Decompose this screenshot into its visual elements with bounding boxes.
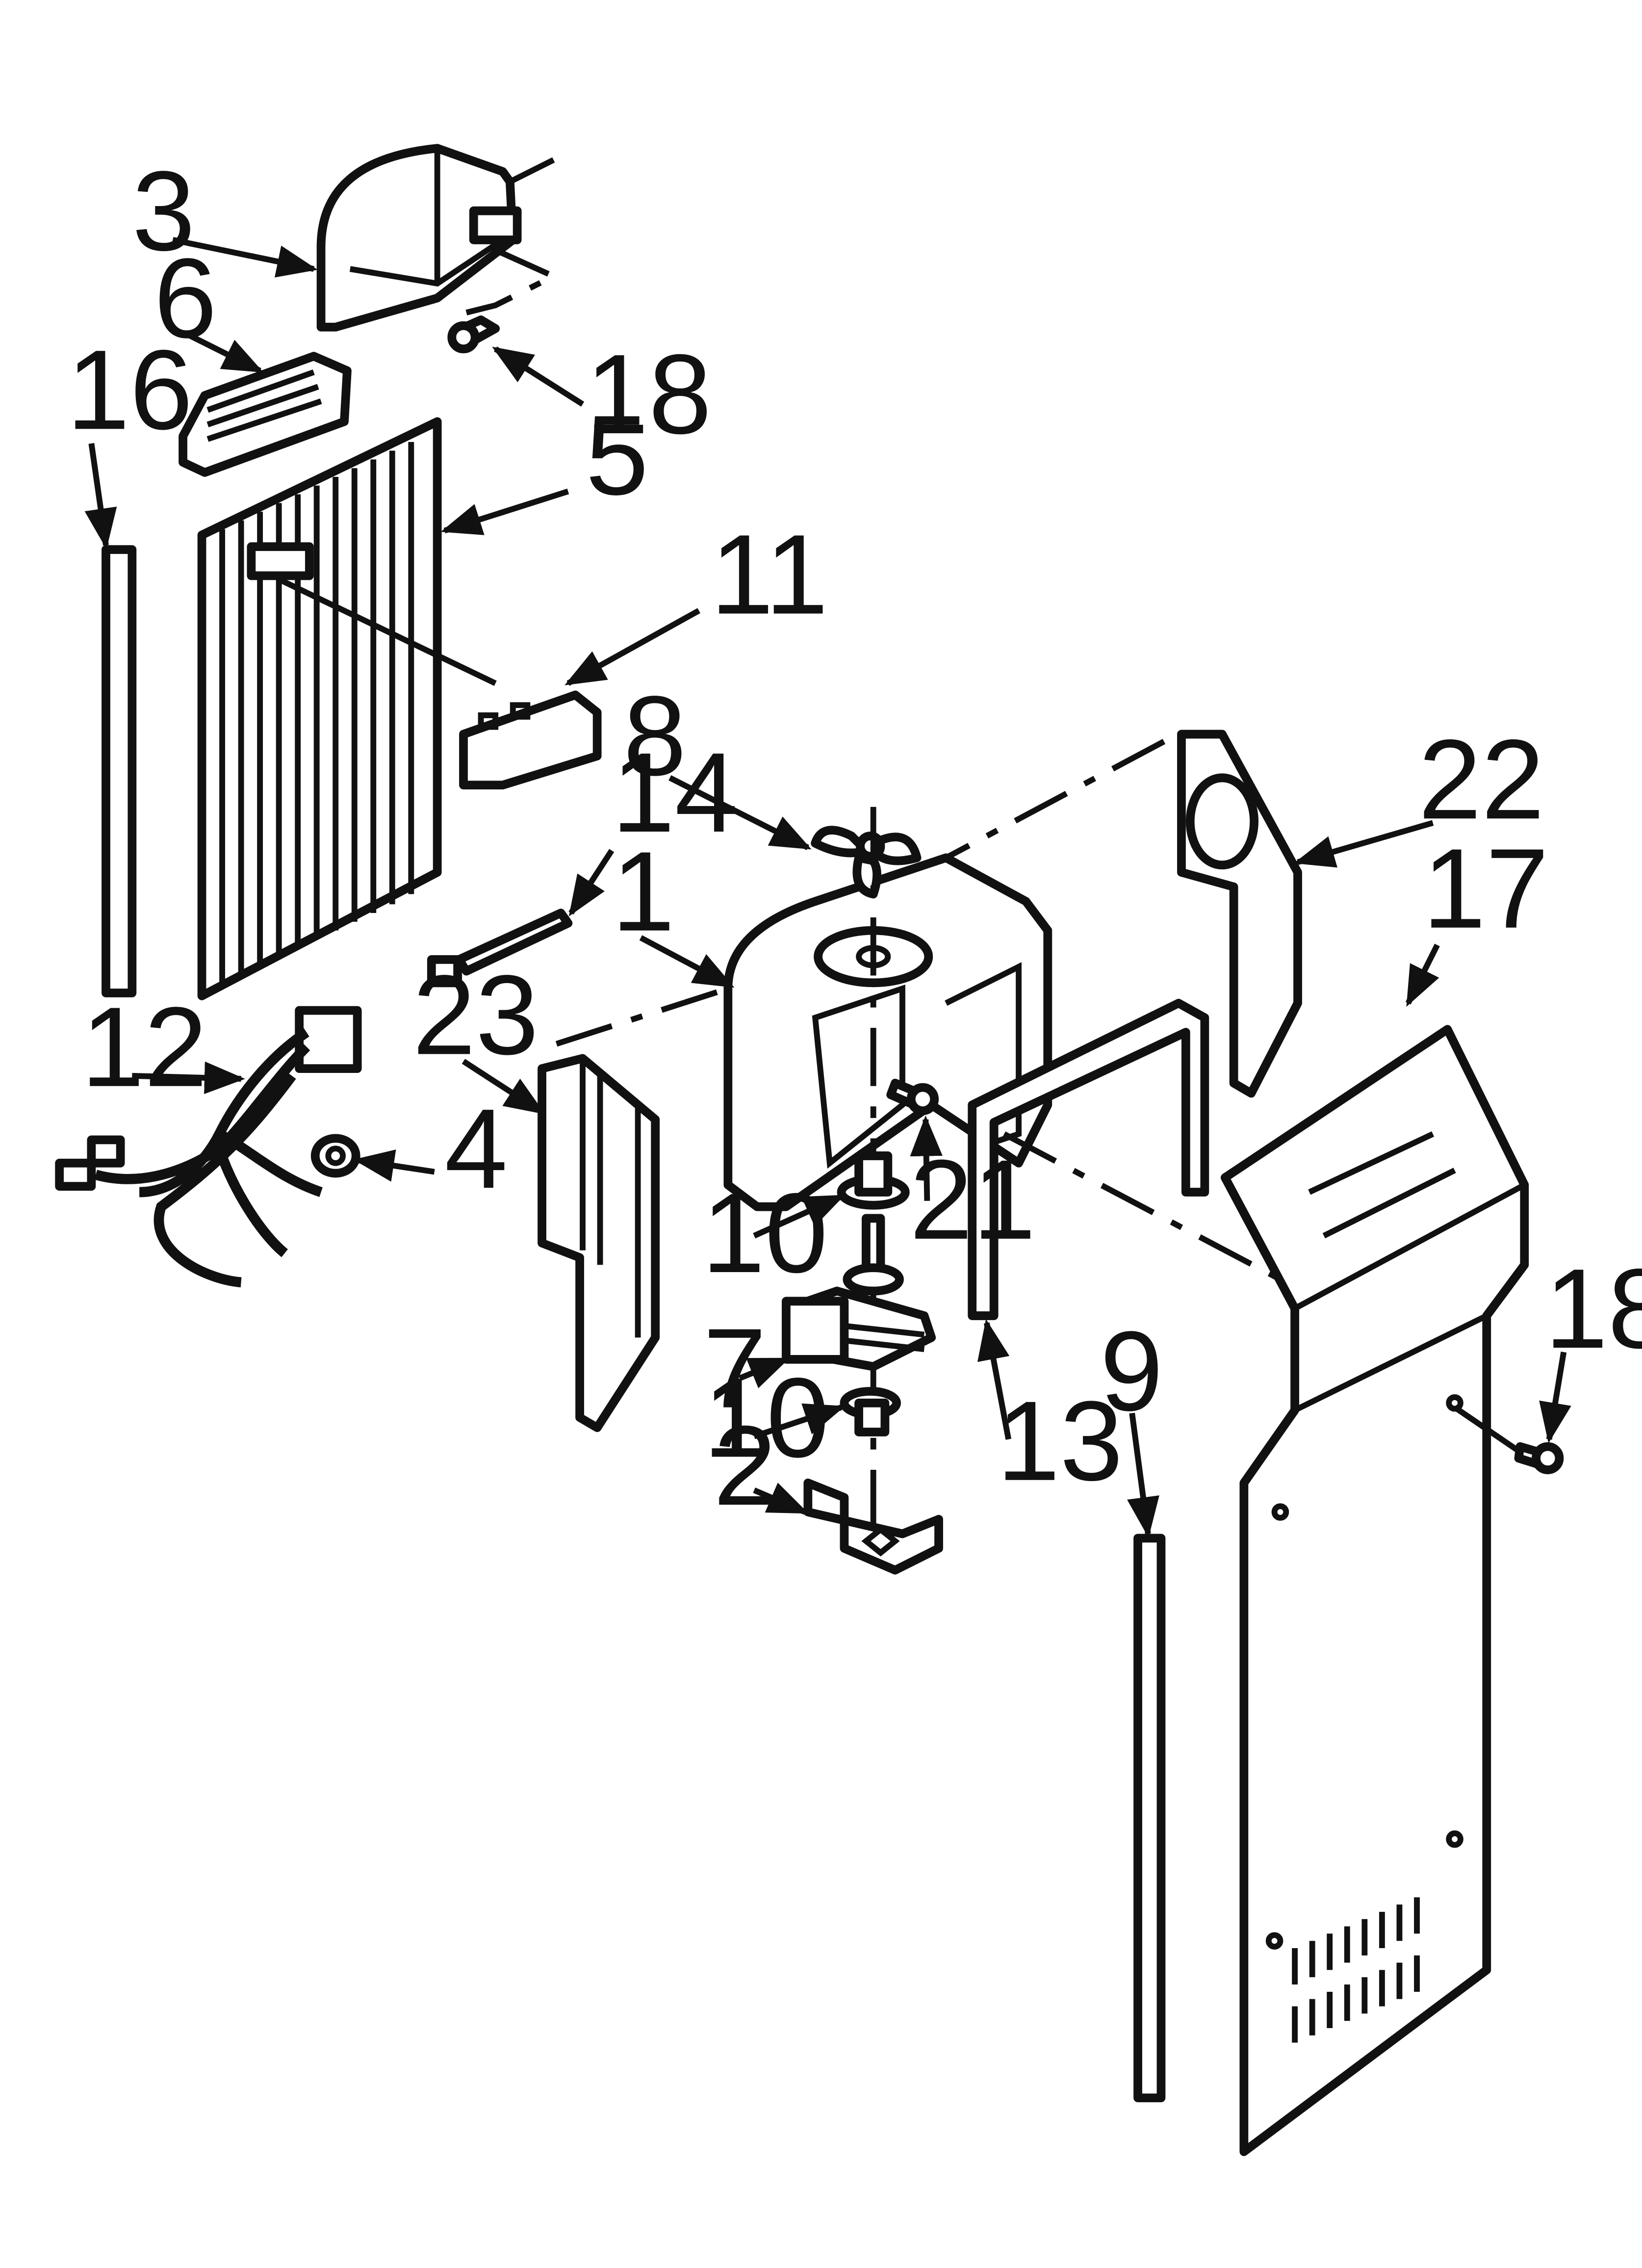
- callout-22: 22: [1418, 716, 1544, 842]
- callout-9: 9: [1100, 1308, 1163, 1434]
- callout-5: 5: [586, 392, 649, 519]
- dash-23-1: [555, 986, 729, 1047]
- part-3-duct: [316, 144, 555, 332]
- part-18-screw-right: [1514, 1442, 1564, 1474]
- callout-8: 8: [623, 673, 687, 799]
- callout-3: 3: [132, 148, 195, 274]
- part-7-motor: [781, 1214, 936, 1371]
- callout-10-top: 10: [702, 1170, 828, 1296]
- part-2-motor-bracket: [803, 1478, 943, 1575]
- callout-6: 6: [154, 235, 217, 362]
- part-10-mount-top: [837, 1151, 910, 1210]
- callout-10-bottom: 10: [703, 1354, 829, 1481]
- callout-7: 7: [703, 1305, 767, 1432]
- callout-1: 1: [612, 828, 675, 955]
- callout-12: 12: [81, 984, 207, 1110]
- callout-21: 21: [910, 1136, 1036, 1263]
- part-21-screw: [886, 1078, 939, 1115]
- part-22-side-plate: [1177, 730, 1302, 1098]
- callout-18-right: 18: [1545, 1245, 1642, 1372]
- callout-16: 16: [67, 326, 193, 453]
- part-13-u-channel: [968, 998, 1209, 1320]
- dash-22: [945, 739, 1166, 860]
- leader-lines: [84, 237, 1571, 1538]
- part-10-mount-bottom: [840, 1387, 901, 1436]
- part-4-grommet: [310, 1134, 360, 1178]
- callout-2: 2: [714, 1402, 777, 1529]
- part-17-rear-panel: [1220, 1025, 1529, 2156]
- part-5-evaporator-cover: [197, 417, 497, 1000]
- part-23-side-panel: [538, 1054, 660, 1433]
- dash-13: [1002, 1131, 1282, 1282]
- callout-17: 17: [1423, 825, 1549, 952]
- callout-13: 13: [997, 1378, 1123, 1504]
- callout-11: 11: [711, 511, 828, 638]
- callout-23: 23: [412, 952, 539, 1078]
- part-18-screw-top: [447, 315, 500, 354]
- callout-18-top: 18: [586, 331, 712, 457]
- part-6-grille: [179, 352, 352, 477]
- callout-14: 14: [612, 729, 738, 856]
- part-12-wire-harness: [55, 1006, 362, 1288]
- screw-dash-top: [465, 247, 561, 315]
- callout-labels: 3 6 18 16 5 11 8 14 22 1 17 23 12 4 21 1…: [67, 148, 1642, 1529]
- callout-4: 4: [444, 1085, 508, 1212]
- part-11-bracket: [459, 690, 602, 790]
- part-9-strip: [1133, 1534, 1166, 2103]
- part-16-strip: [102, 545, 137, 997]
- part-14-cable-tie: [427, 909, 573, 988]
